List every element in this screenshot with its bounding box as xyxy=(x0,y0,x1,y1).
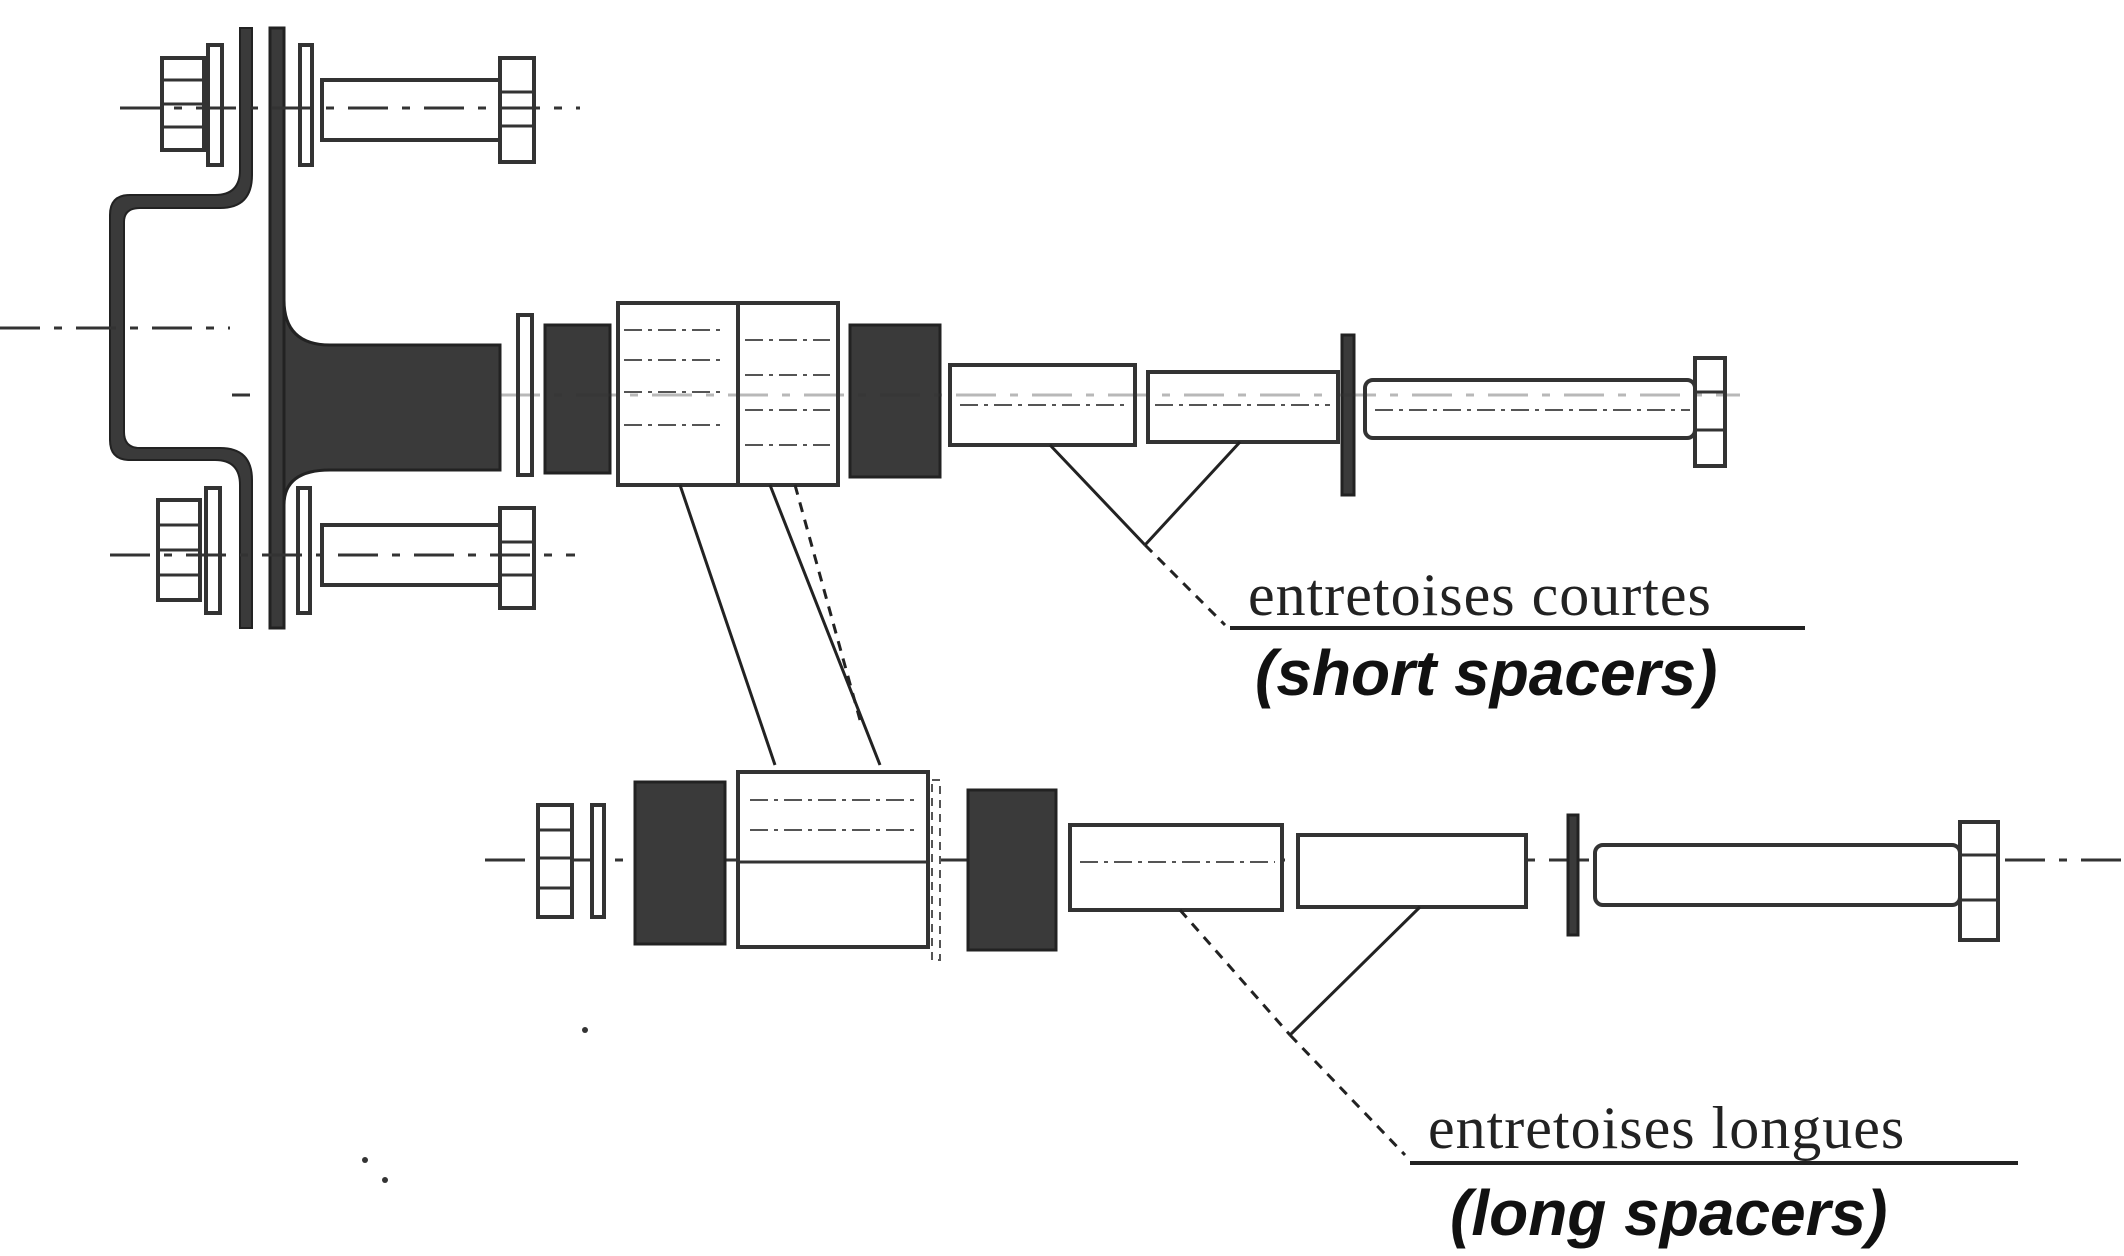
long-spacer-2 xyxy=(1296,833,1528,909)
lower-bolt-set xyxy=(110,486,575,615)
lower-assembly xyxy=(485,770,2124,961)
upper-bolt-set xyxy=(120,43,580,167)
long-spacer-1 xyxy=(1068,823,1284,912)
upper-assembly xyxy=(0,301,1740,497)
long-spacers-label-fr: entretoises longues xyxy=(1428,1095,1905,1161)
short-spacers-label-fr: entretoises courtes xyxy=(1248,562,1712,628)
short-spacers-label-en: (short spacers) xyxy=(1255,637,1717,709)
short-spacer-2 xyxy=(1146,370,1340,444)
flange-bracket xyxy=(109,26,502,630)
long-spacers-leader xyxy=(1178,905,2018,1165)
coupling-connectors xyxy=(678,484,882,766)
long-spacers-label-en: (long spacers) xyxy=(1450,1177,1887,1249)
short-spacers-leader xyxy=(1048,440,1805,630)
